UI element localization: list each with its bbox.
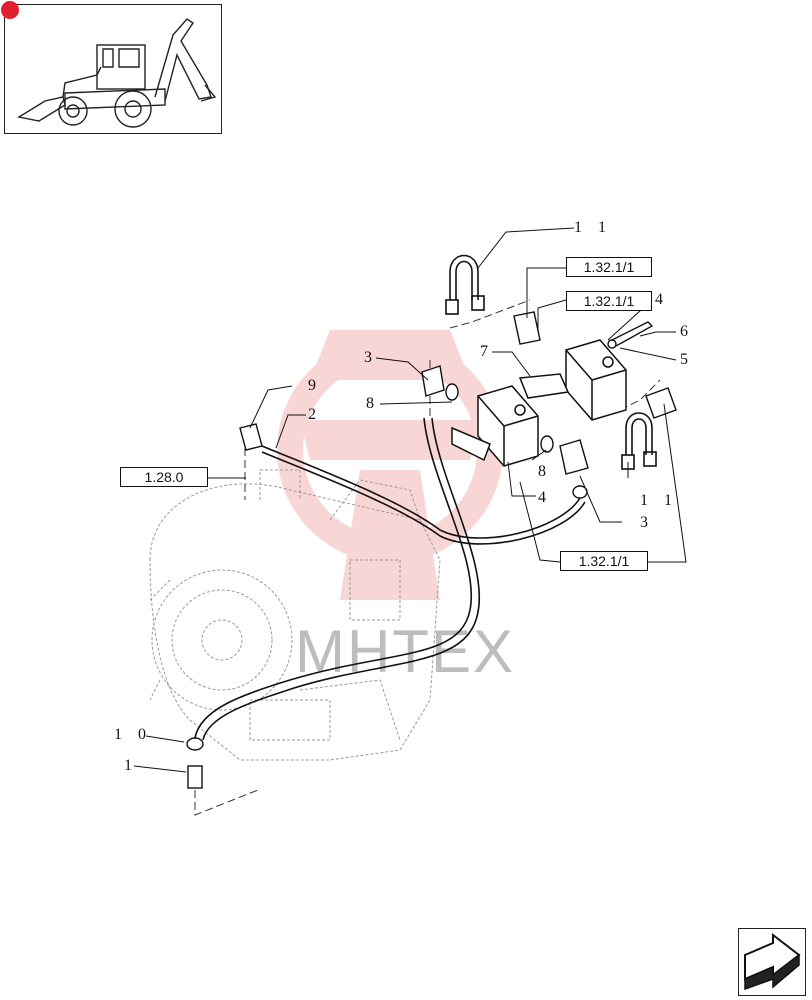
valve-block-lower bbox=[451, 385, 539, 467]
hose-10 bbox=[194, 417, 481, 741]
callout-8-left: 8 bbox=[366, 395, 380, 412]
backhoe-loader-icon bbox=[17, 18, 217, 128]
callout-3-right: 3 bbox=[640, 514, 654, 531]
callout-10: 1 0 bbox=[114, 726, 152, 743]
callout-1: 1 bbox=[124, 757, 138, 774]
callout-5: 5 bbox=[680, 351, 694, 368]
next-page-arrow-button[interactable] bbox=[738, 928, 806, 996]
callout-9: 9 bbox=[308, 377, 322, 394]
ref-box-1-32-1-bottom[interactable]: 1.32.1/1 bbox=[560, 551, 648, 571]
callout-3-left: 3 bbox=[364, 349, 378, 366]
callout-2: 2 bbox=[308, 406, 322, 423]
callout-4-top: 4 bbox=[655, 291, 669, 308]
corner-badge bbox=[1, 1, 19, 19]
leader-lines bbox=[133, 227, 687, 773]
callout-4-bottom: 4 bbox=[538, 489, 552, 506]
hose-2 bbox=[261, 445, 586, 545]
hose-11-right bbox=[621, 412, 657, 470]
callout-11-right: 1 1 bbox=[640, 492, 678, 509]
fittings bbox=[186, 311, 677, 789]
machine-thumbnail bbox=[1, 1, 222, 134]
callout-8-right: 8 bbox=[538, 463, 552, 480]
transmission-housing bbox=[149, 469, 441, 761]
ref-box-1-32-1-mid[interactable]: 1.32.1/1 bbox=[566, 291, 652, 311]
hose-11-top bbox=[445, 254, 485, 315]
ref-box-1-28-0[interactable]: 1.28.0 bbox=[120, 467, 208, 487]
valve-block-upper bbox=[518, 339, 627, 421]
callout-11-top: 1 1 bbox=[574, 219, 612, 236]
callout-7: 7 bbox=[480, 343, 494, 360]
callout-6: 6 bbox=[680, 323, 694, 340]
ref-box-1-32-1-top[interactable]: 1.32.1/1 bbox=[566, 257, 652, 277]
arrow-right-icon bbox=[744, 932, 801, 991]
watermark-text: MHTEX bbox=[295, 618, 515, 685]
